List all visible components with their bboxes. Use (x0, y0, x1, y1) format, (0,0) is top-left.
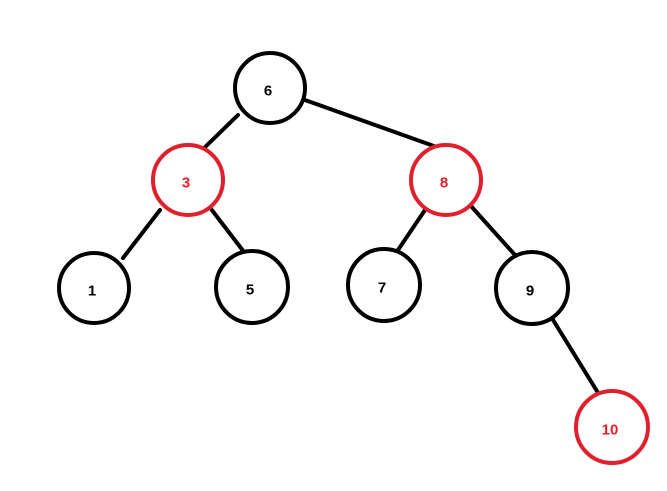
edge-8-to-9 (468, 203, 517, 257)
tree-node-7: 7 (346, 247, 422, 323)
node-circle-6 (233, 51, 307, 125)
node-circle-10 (574, 389, 650, 465)
edge-3-to-5 (206, 203, 246, 254)
node-circle-8 (409, 143, 483, 217)
tree-node-10: 10 (574, 389, 650, 465)
edge-6-to-8 (303, 98, 447, 152)
node-circle-5 (214, 249, 290, 325)
tree-node-6: 6 (233, 51, 307, 125)
edge-8-to-7 (396, 208, 427, 252)
node-label-8: 8 (440, 175, 448, 192)
tree-nodes: 6 3 8 1 5 7 9 10 (57, 51, 650, 465)
node-label-9: 9 (526, 283, 534, 300)
node-circle-1 (57, 251, 131, 325)
edge-3-to-1 (121, 208, 162, 260)
node-circle-7 (346, 247, 422, 323)
edge-9-to-10 (548, 313, 602, 398)
node-label-3: 3 (182, 175, 190, 192)
node-label-6: 6 (264, 83, 272, 100)
tree-node-8: 8 (409, 143, 483, 217)
tree-node-1: 1 (57, 251, 131, 325)
node-circle-9 (494, 250, 570, 326)
node-label-10: 10 (602, 422, 619, 439)
tree-node-3: 3 (151, 143, 225, 217)
node-label-7: 7 (378, 280, 386, 297)
tree-node-9: 9 (494, 250, 570, 326)
tree-edges (121, 98, 602, 398)
node-label-1: 1 (88, 283, 96, 300)
tree-node-5: 5 (214, 249, 290, 325)
node-circle-3 (151, 143, 225, 217)
edge-6-to-3 (198, 113, 240, 154)
node-label-5: 5 (246, 282, 254, 299)
